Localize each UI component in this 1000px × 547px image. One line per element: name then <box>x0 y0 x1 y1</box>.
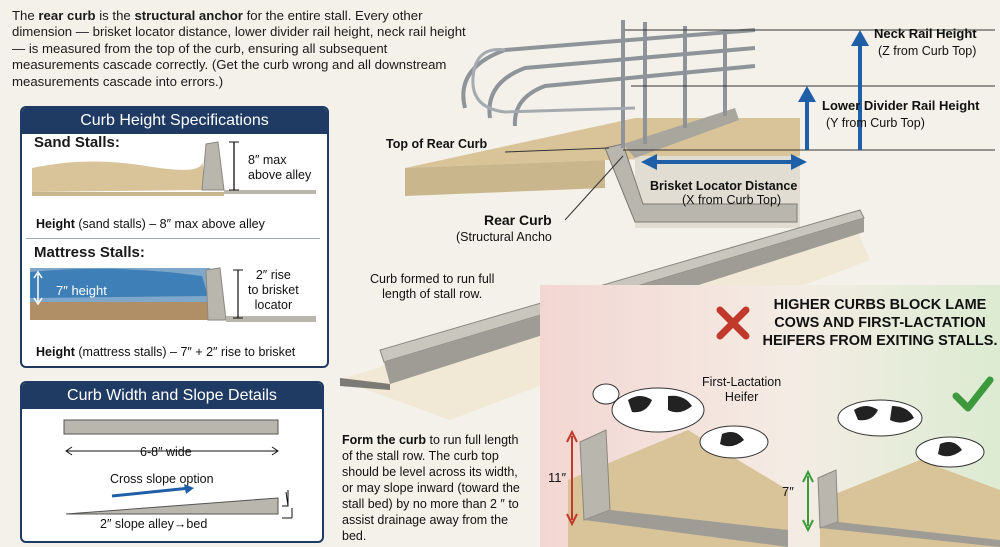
brisket-sub: (X from Curb Top) <box>682 193 782 207</box>
stall-diagram <box>405 20 995 228</box>
form-curb-text: Form the curb to run full length of the … <box>342 433 520 543</box>
slope-label: 2″ slope alley→bed <box>100 517 208 531</box>
lower-rail-label: Lower Divider Rail Height <box>822 98 980 113</box>
mattress-height-label: 7″ height <box>56 283 107 298</box>
low-curb-stall <box>802 399 1000 547</box>
sand-stalls-title: Sand Stalls: <box>34 134 120 151</box>
mattress-caption: Height (mattress stalls) – 7″ + 2″ rise … <box>36 345 296 359</box>
cross-slope-label: Cross slope option <box>110 472 214 486</box>
sand-stall-diagram <box>32 141 316 196</box>
cross-icon <box>716 306 750 340</box>
curb-width-panel: Curb Width and Slope Details <box>20 381 324 543</box>
rear-curb-sub: (Structural Ancho <box>456 230 552 244</box>
curb-width-panel-title: Curb Width and Slope Details <box>22 383 322 409</box>
top-of-curb-label: Top of Rear Curb <box>386 137 488 151</box>
neck-rail-label: Neck Rail Height <box>874 26 977 41</box>
curb-height-panel: Curb Height Specifications <box>20 106 329 368</box>
rear-curb-label: Rear Curb <box>484 212 552 228</box>
curb-width-label: 6-8″ wide <box>140 445 192 459</box>
panel-divider <box>26 238 320 239</box>
intro-paragraph: The rear curb is the structural anchor f… <box>12 8 466 89</box>
mattress-stall-diagram <box>30 267 316 322</box>
high-curb-stall <box>566 383 788 547</box>
check-icon <box>952 376 994 412</box>
high-curb-height: 11″ <box>548 470 567 485</box>
mattress-stalls-title: Mattress Stalls: <box>34 244 145 261</box>
low-curb-height: 7″ <box>782 484 794 499</box>
lower-rail-sub: (Y from Curb Top) <box>826 116 925 130</box>
brisket-label: Brisket Locator Distance <box>650 179 798 193</box>
sand-caption: Height (sand stalls) – 8″ max above alle… <box>36 217 265 231</box>
neck-rail-sub: (Z from Curb Top) <box>878 44 977 58</box>
curb-height-panel-title: Curb Height Specifications <box>22 108 327 134</box>
curb-width-diagram <box>63 419 293 519</box>
